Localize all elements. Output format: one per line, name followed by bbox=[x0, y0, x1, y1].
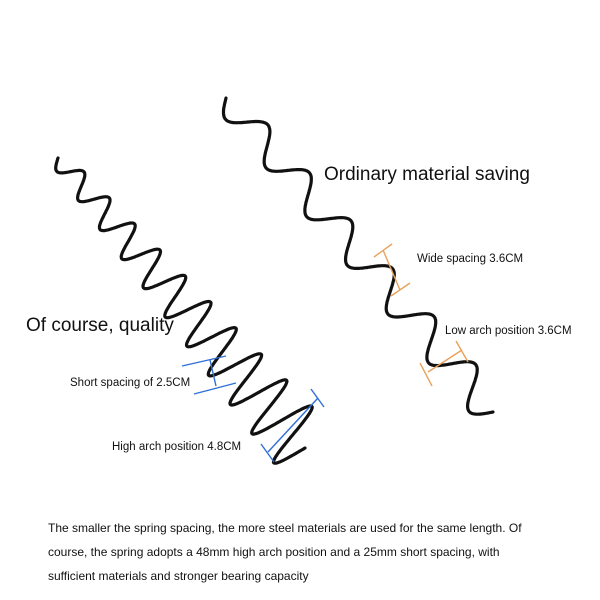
wide-spacing-tick-bottom bbox=[390, 282, 411, 297]
blue-dimension-markers bbox=[181, 355, 325, 463]
high-arch-dim-line bbox=[267, 397, 319, 453]
short-spacing-dim-line bbox=[209, 359, 217, 387]
ordinary-material-label: Ordinary material saving bbox=[324, 164, 530, 185]
high-arch-tick-left bbox=[260, 443, 275, 463]
short-spacing-label: Short spacing of 2.5CM bbox=[70, 377, 191, 389]
low-arch-tick-left bbox=[419, 362, 433, 387]
footer-description: The smaller the spring spacing, the more… bbox=[48, 521, 522, 583]
low-arch-dim-line bbox=[427, 349, 463, 373]
wide-spacing-tick-top bbox=[373, 243, 393, 258]
high-arch-tick-right bbox=[310, 388, 325, 408]
high-arch-label: High arch position 4.8CM bbox=[112, 441, 242, 453]
low-arch-label: Low arch position 3.6CM bbox=[445, 325, 572, 337]
short-spacing-tick-top bbox=[181, 355, 227, 367]
wide-spacing-label: Wide spacing 3.6CM bbox=[417, 253, 524, 265]
short-spacing-tick-bottom bbox=[193, 382, 237, 395]
quality-label: Of course, quality bbox=[26, 315, 174, 336]
orange-dimension-markers bbox=[373, 243, 469, 387]
quality-spring-wire bbox=[54, 156, 314, 465]
low-arch-tick-right bbox=[455, 340, 469, 363]
wide-spacing-dim-line bbox=[382, 249, 401, 291]
ordinary-spring-wire bbox=[221, 96, 495, 416]
